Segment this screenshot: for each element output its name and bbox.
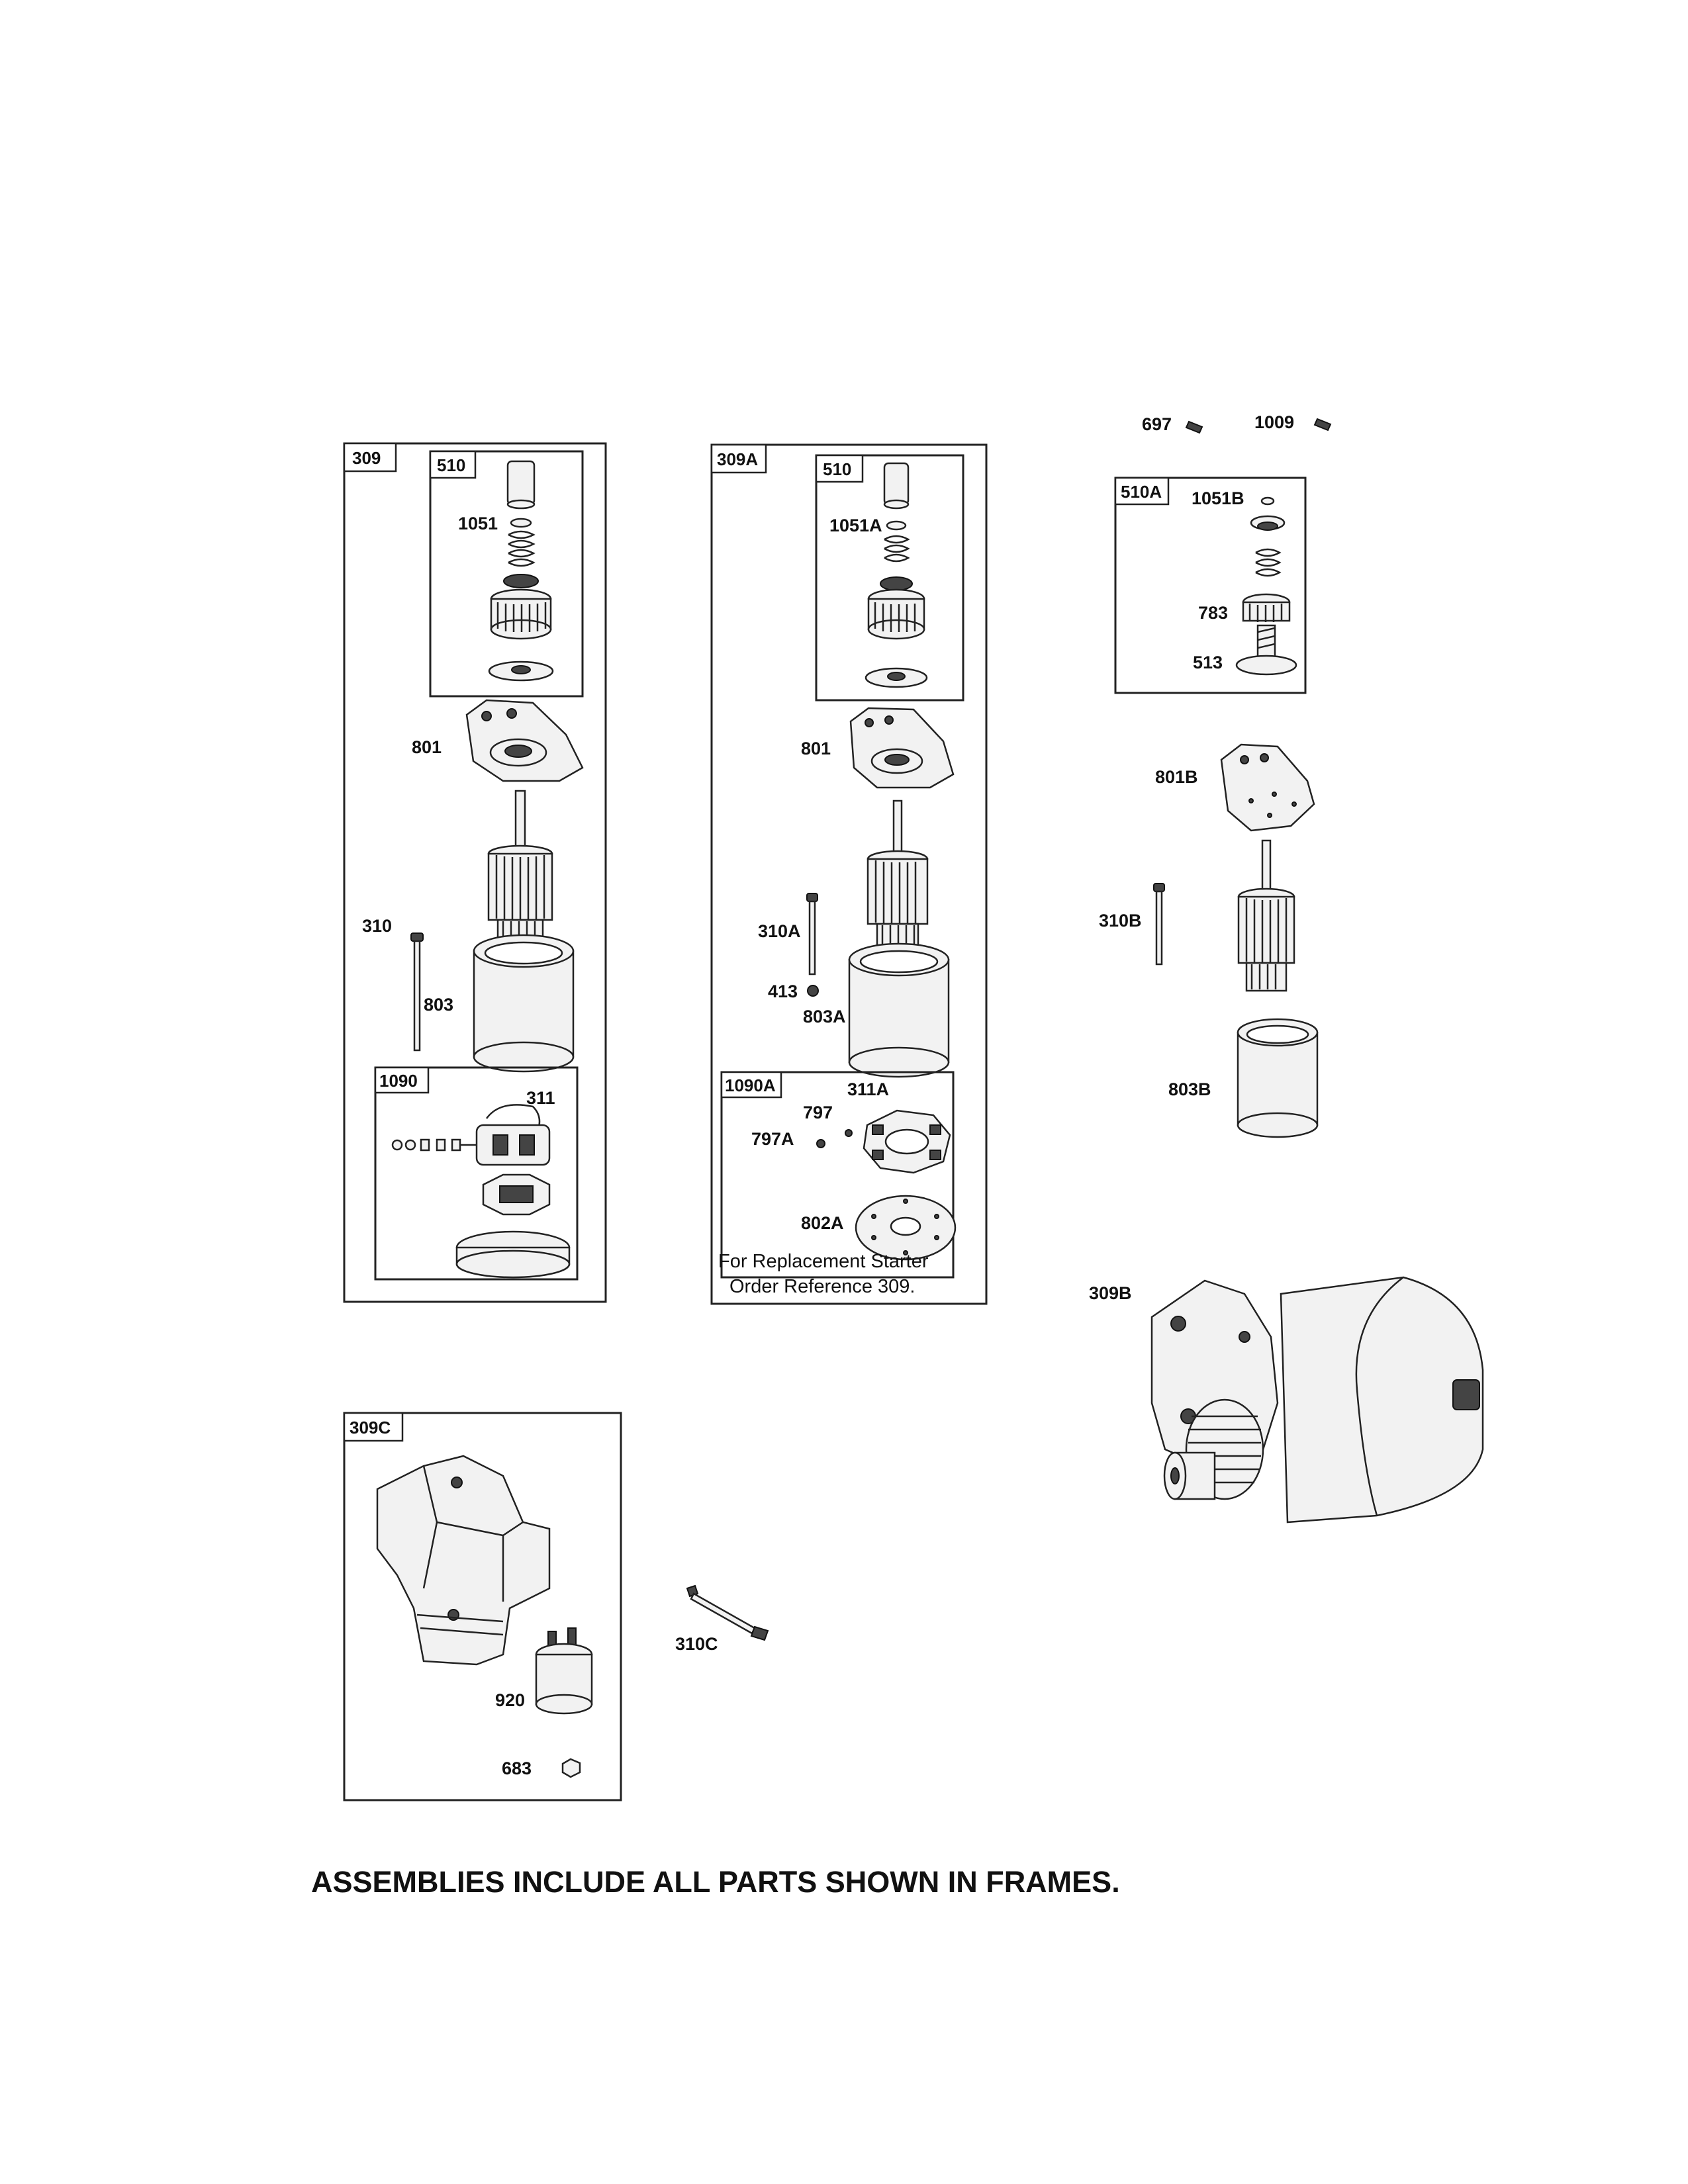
- frame-1090A: 1090A: [720, 1071, 955, 1279]
- housing-803A: 803A: [803, 942, 950, 1078]
- note-line-1: For Replacement Starter: [718, 1251, 929, 1272]
- frame-510A: 510A: [1114, 477, 1307, 694]
- mounting-bracket-801-middle: [849, 707, 955, 789]
- mounting-bracket-801-left: [465, 699, 584, 782]
- frame-510-middle: 510: [815, 454, 964, 702]
- frame-309C: 309C: [343, 1412, 622, 1801]
- frame-label-1090: 1090: [379, 1071, 418, 1091]
- note-line-2: Order Reference 309.: [729, 1276, 915, 1297]
- frame-1090: 1090: [374, 1066, 579, 1281]
- label-783: 783: [1198, 603, 1228, 623]
- frame-label-510-middle: 510: [823, 459, 851, 479]
- screw-1009: 1009: [1254, 412, 1332, 432]
- solenoid-920: 920: [495, 1627, 593, 1715]
- assembly-footer-note: ASSEMBLIES INCLUDE ALL PARTS SHOWN IN FR…: [311, 1865, 1120, 1899]
- label-920: 920: [495, 1690, 525, 1710]
- drive-assembly-parts-middle: [865, 462, 928, 688]
- frame-label-1090A: 1090A: [725, 1075, 776, 1095]
- brush-plate-parts-1090: [391, 1104, 571, 1279]
- label-310B: 310B: [1099, 911, 1142, 931]
- label-801B: 801B: [1155, 767, 1198, 787]
- frame-label-309A: 309A: [717, 449, 758, 469]
- label-801-left: 801: [412, 737, 442, 757]
- housing-803B: 803B: [1168, 1018, 1319, 1138]
- label-310C: 310C: [675, 1634, 718, 1654]
- label-310A: 310A: [758, 921, 801, 941]
- label-513: 513: [1193, 653, 1223, 672]
- label-801-middle: 801: [801, 739, 831, 758]
- mounting-bracket-801B: 801B: [1155, 743, 1315, 832]
- armature-left: [487, 790, 553, 951]
- label-1051: 1051: [458, 514, 498, 533]
- drive-assembly-parts-left: [488, 460, 554, 682]
- label-697: 697: [1142, 414, 1172, 434]
- label-310: 310: [362, 916, 392, 936]
- label-802A: 802A: [801, 1213, 844, 1233]
- label-1009: 1009: [1254, 412, 1294, 432]
- label-803A: 803A: [803, 1007, 846, 1026]
- nut-413: 413: [768, 981, 819, 1001]
- label-683: 683: [502, 1758, 532, 1778]
- bolt-310: 310: [362, 916, 424, 1052]
- frame-label-309C: 309C: [350, 1418, 391, 1437]
- label-797A: 797A: [751, 1129, 794, 1149]
- armature-310B-area: 310B: [1099, 839, 1295, 992]
- armature-middle: [867, 799, 929, 953]
- label-309B: 309B: [1089, 1283, 1132, 1303]
- label-1051A: 1051A: [829, 516, 882, 535]
- starter-motor-309C: [376, 1455, 551, 1666]
- label-797: 797: [803, 1103, 833, 1122]
- housing-803: 803: [424, 934, 575, 1073]
- frame-label-309: 309: [352, 448, 381, 468]
- drive-assembly-parts-510A: [1235, 496, 1297, 676]
- frame-label-510A: 510A: [1121, 482, 1162, 502]
- brush-plate-parts-1090A: [816, 1109, 957, 1261]
- frame-309: 309: [343, 442, 607, 1303]
- starter-motor-309B: 309B: [1089, 1276, 1484, 1524]
- frame-510-left: 510: [429, 450, 584, 698]
- label-1051B: 1051B: [1192, 488, 1244, 508]
- label-803: 803: [424, 995, 453, 1015]
- label-803B: 803B: [1168, 1079, 1211, 1099]
- label-311: 311: [526, 1088, 555, 1108]
- frame-309A: 309A: [710, 443, 988, 1305]
- frame-label-510-left: 510: [437, 455, 465, 475]
- label-311A: 311A: [847, 1079, 889, 1099]
- bolt-310A: 310A: [758, 893, 818, 976]
- bolt-310C: 310C: [675, 1584, 769, 1654]
- nut-683: 683: [502, 1758, 581, 1778]
- screw-697: 697: [1142, 414, 1203, 434]
- label-413: 413: [768, 981, 798, 1001]
